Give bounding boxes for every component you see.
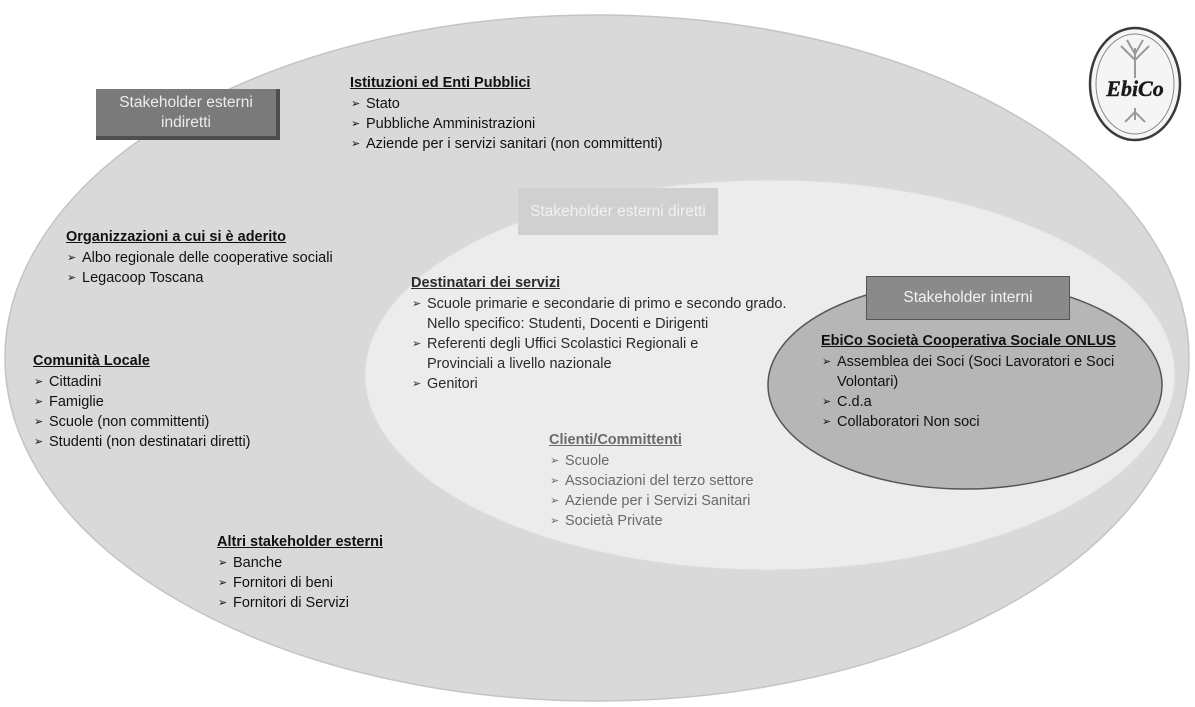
destinatari-servizi-item: Genitori (411, 374, 811, 394)
organizzazioni-item: Albo regionale delle cooperative sociali (66, 248, 406, 268)
comunita-locale-item: Famiglie (33, 392, 333, 412)
ebico-item: Collaboratori Non soci (821, 412, 1157, 432)
tree-icon (1120, 39, 1150, 123)
altri-stakeholder-group: Altri stakeholder esterni Banche Fornito… (217, 532, 467, 613)
istituzioni-item: Pubbliche Amministrazioni (350, 114, 770, 134)
organizzazioni-group: Organizzazioni a cui si è aderito Albo r… (66, 227, 406, 288)
altri-stakeholder-title: Altri stakeholder esterni (217, 534, 383, 550)
destinatari-servizi-item: Referenti degli Uffici Scolastici Region… (411, 334, 767, 374)
logo-inner-ring (1095, 33, 1175, 135)
comunita-locale-group: Comunità Locale Cittadini Famiglie Scuol… (33, 351, 333, 452)
ebico-title: EbiCo Società Cooperativa Sociale ONLUS (821, 333, 1116, 349)
altri-stakeholder-item: Fornitori di beni (217, 573, 467, 593)
istituzioni-title: Istituzioni ed Enti Pubblici (350, 75, 531, 91)
clienti-committenti-item: Società Private (549, 511, 809, 531)
comunita-locale-item: Studenti (non destinatari diretti) (33, 432, 333, 452)
comunita-locale-item: Cittadini (33, 372, 333, 392)
destinatari-servizi-group: Destinatari dei servizi Scuole primarie … (411, 273, 811, 394)
istituzioni-item: Stato (350, 94, 770, 114)
destinatari-servizi-item: Scuole primarie e secondarie di primo e … (411, 294, 811, 334)
logo-ring (1088, 26, 1182, 142)
comunita-locale-title: Comunità Locale (33, 353, 150, 369)
logo-text: EbiCo (1105, 76, 1163, 101)
altri-stakeholder-item: Banche (217, 553, 467, 573)
clienti-committenti-item: Aziende per i Servizi Sanitari (549, 491, 809, 511)
clienti-committenti-group: Clienti/Committenti Scuole Associazioni … (549, 430, 809, 531)
clienti-committenti-title: Clienti/Committenti (549, 432, 682, 448)
clienti-committenti-item: Scuole (549, 451, 809, 471)
destinatari-servizi-title: Destinatari dei servizi (411, 275, 561, 291)
altri-stakeholder-item: Fornitori di Servizi (217, 593, 467, 613)
organizzazioni-item: Legacoop Toscana (66, 268, 406, 288)
ebico-logo: EbiCo (1088, 26, 1182, 142)
stakeholder-esterni-diretti-label: Stakeholder esterni diretti (518, 188, 718, 235)
comunita-locale-item: Scuole (non committenti) (33, 412, 333, 432)
clienti-committenti-item: Associazioni del terzo settore (549, 471, 809, 491)
stakeholder-interni-label: Stakeholder interni (866, 276, 1070, 320)
istituzioni-group: Istituzioni ed Enti Pubblici Stato Pubbl… (350, 73, 770, 154)
ebico-item: Assemblea dei Soci (Soci Lavoratori e So… (821, 352, 1157, 392)
istituzioni-item: Aziende per i servizi sanitari (non comm… (350, 134, 770, 154)
ebico-group: EbiCo Società Cooperativa Sociale ONLUS … (821, 331, 1157, 432)
stakeholder-esterni-indiretti-label: Stakeholder esterni indiretti (96, 89, 280, 140)
organizzazioni-title: Organizzazioni a cui si è aderito (66, 229, 286, 245)
ebico-item: C.d.a (821, 392, 1157, 412)
